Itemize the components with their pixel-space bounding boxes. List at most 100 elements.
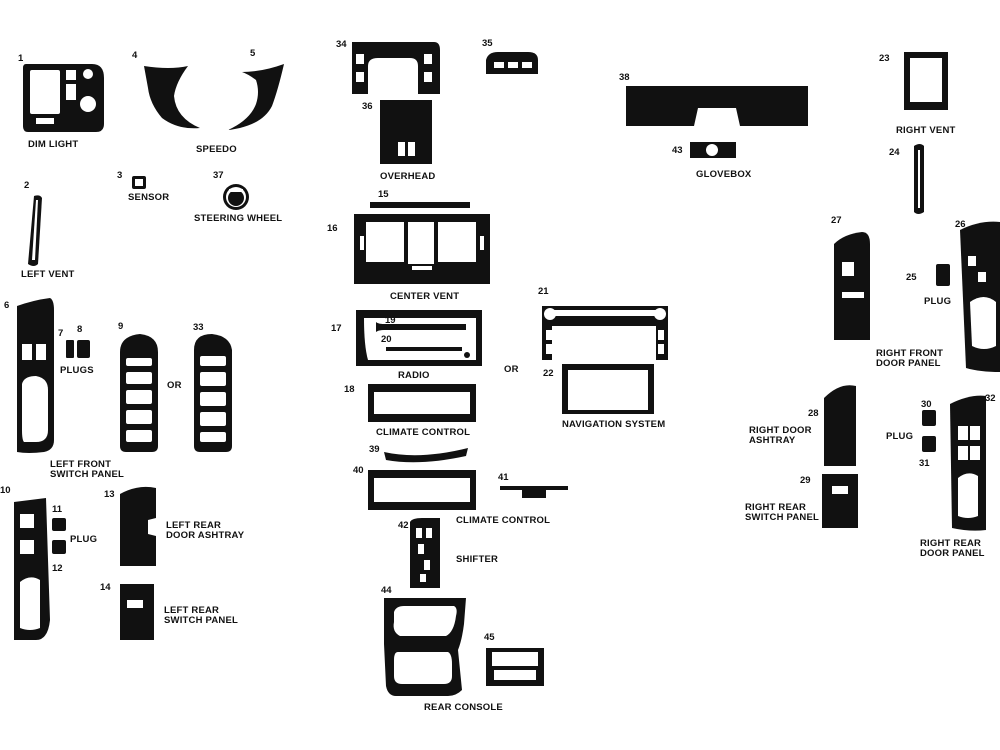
caption-center-vent: CENTER VENT (390, 291, 460, 302)
part-right-front-switch (834, 232, 870, 340)
part-number: 13 (104, 489, 115, 500)
part-number: 37 (213, 170, 224, 181)
caption-plugs: PLUGS (60, 365, 94, 376)
part-number: 40 (353, 465, 364, 476)
part-climate-control-40 (368, 470, 476, 510)
part-number: 31 (919, 458, 930, 469)
part-number: 27 (831, 215, 842, 226)
part-sensor (132, 176, 146, 189)
part-climate-41 (500, 486, 568, 498)
part-center-vent-strip (370, 202, 470, 208)
part-plug-11 (52, 518, 66, 531)
part-plug-12 (52, 540, 66, 554)
part-number: 12 (52, 563, 63, 574)
part-number: 44 (381, 585, 392, 596)
part-number: 38 (619, 72, 630, 83)
part-number: 32 (985, 393, 996, 404)
caption-or-left: OR (167, 380, 182, 391)
part-plug-30 (922, 410, 936, 426)
caption-plug-right: PLUG (886, 431, 914, 442)
part-right-door-ashtray (824, 385, 856, 466)
part-number: 43 (672, 145, 683, 156)
caption-climate-control: CLIMATE CONTROL (376, 427, 471, 438)
caption-overhead: OVERHEAD (380, 171, 436, 182)
part-climate-control-18 (368, 384, 476, 422)
part-number: 35 (482, 38, 493, 49)
part-number: 36 (362, 101, 373, 112)
caption-left-rear-door-ashtray: DOOR ASHTRAY (166, 530, 245, 541)
part-right-vent (904, 52, 948, 110)
part-glovebox-38 (626, 86, 808, 126)
part-overhead-36 (380, 100, 432, 164)
part-number: 34 (336, 39, 347, 50)
caption-right-door-ashtray: RIGHT DOOR (749, 425, 812, 436)
caption-right-rear-door-panel: DOOR PANEL (920, 548, 985, 559)
part-number: 29 (800, 475, 811, 486)
caption-rear-console: REAR CONSOLE (424, 702, 503, 713)
part-speedo-right (228, 64, 284, 130)
part-right-vent-strip (914, 144, 924, 214)
part-number: 41 (498, 472, 509, 483)
caption-or-center: OR (504, 364, 519, 375)
caption-shifter: SHIFTER (456, 554, 499, 565)
caption-speedo: SPEEDO (196, 144, 237, 155)
part-radio (356, 310, 482, 366)
part-number: 25 (906, 272, 917, 283)
part-number: 28 (808, 408, 819, 419)
part-number: 16 (327, 223, 338, 234)
part-number: 45 (484, 632, 495, 643)
part-number: 20 (381, 334, 392, 345)
part-right-rear-switch (822, 474, 858, 528)
part-number: 15 (378, 189, 389, 200)
part-number: 19 (385, 315, 396, 326)
part-climate-39 (384, 448, 468, 463)
caption-left-rear-switch-panel: SWITCH PANEL (164, 615, 238, 626)
part-number: 17 (331, 323, 342, 334)
part-center-vent (354, 214, 490, 284)
part-navigation-bezel (542, 306, 668, 360)
part-number: 1 (18, 53, 24, 64)
part-number: 42 (398, 520, 409, 531)
part-plug-7 (66, 340, 74, 358)
part-right-rear-door-panel (950, 395, 986, 531)
caption-left-front-switch-panel: LEFT FRONT (50, 459, 112, 470)
part-switch-panel-33 (194, 334, 232, 452)
part-speedo-left (144, 66, 200, 129)
caption-plug-left: PLUG (70, 534, 98, 545)
caption-right-front-door-panel: RIGHT FRONT (876, 348, 944, 359)
part-glovebox-43 (690, 142, 736, 158)
part-steering-wheel (223, 184, 249, 210)
part-number: 22 (543, 368, 554, 379)
part-overhead-35 (486, 52, 538, 74)
caption-right-rear-door-panel: RIGHT REAR (920, 538, 982, 549)
part-switch-panel-9 (120, 334, 158, 452)
caption-radio: RADIO (398, 370, 430, 381)
caption-plug-right: PLUG (924, 296, 952, 307)
part-plug-25 (936, 264, 950, 286)
part-left-front-switch-panel (17, 298, 54, 453)
part-navigation-screen (562, 364, 654, 414)
part-number: 33 (193, 322, 204, 333)
part-number: 3 (117, 170, 123, 181)
part-plug-8 (77, 340, 90, 358)
caption-right-rear-switch-panel: SWITCH PANEL (745, 512, 819, 523)
caption-left-rear-switch-panel: LEFT REAR (164, 605, 220, 616)
caption-left-rear-door-ashtray: LEFT REAR (166, 520, 222, 531)
caption-dim-light: DIM LIGHT (28, 139, 79, 150)
part-number: 18 (344, 384, 355, 395)
part-shifter (410, 518, 440, 588)
part-overhead-34 (352, 42, 440, 94)
caption-right-door-ashtray: ASHTRAY (749, 435, 796, 446)
part-number: 7 (58, 328, 64, 339)
part-number: 24 (889, 147, 900, 158)
caption-left-vent: LEFT VENT (21, 269, 75, 280)
caption-left-front-switch-panel: SWITCH PANEL (50, 469, 124, 480)
part-left-vent (28, 195, 42, 266)
part-number: 39 (369, 444, 380, 455)
part-plug-31 (922, 436, 936, 452)
part-dim-light (23, 64, 104, 132)
part-left-rear-door-panel (14, 498, 50, 640)
part-number: 21 (538, 286, 549, 297)
part-number: 8 (77, 324, 83, 335)
